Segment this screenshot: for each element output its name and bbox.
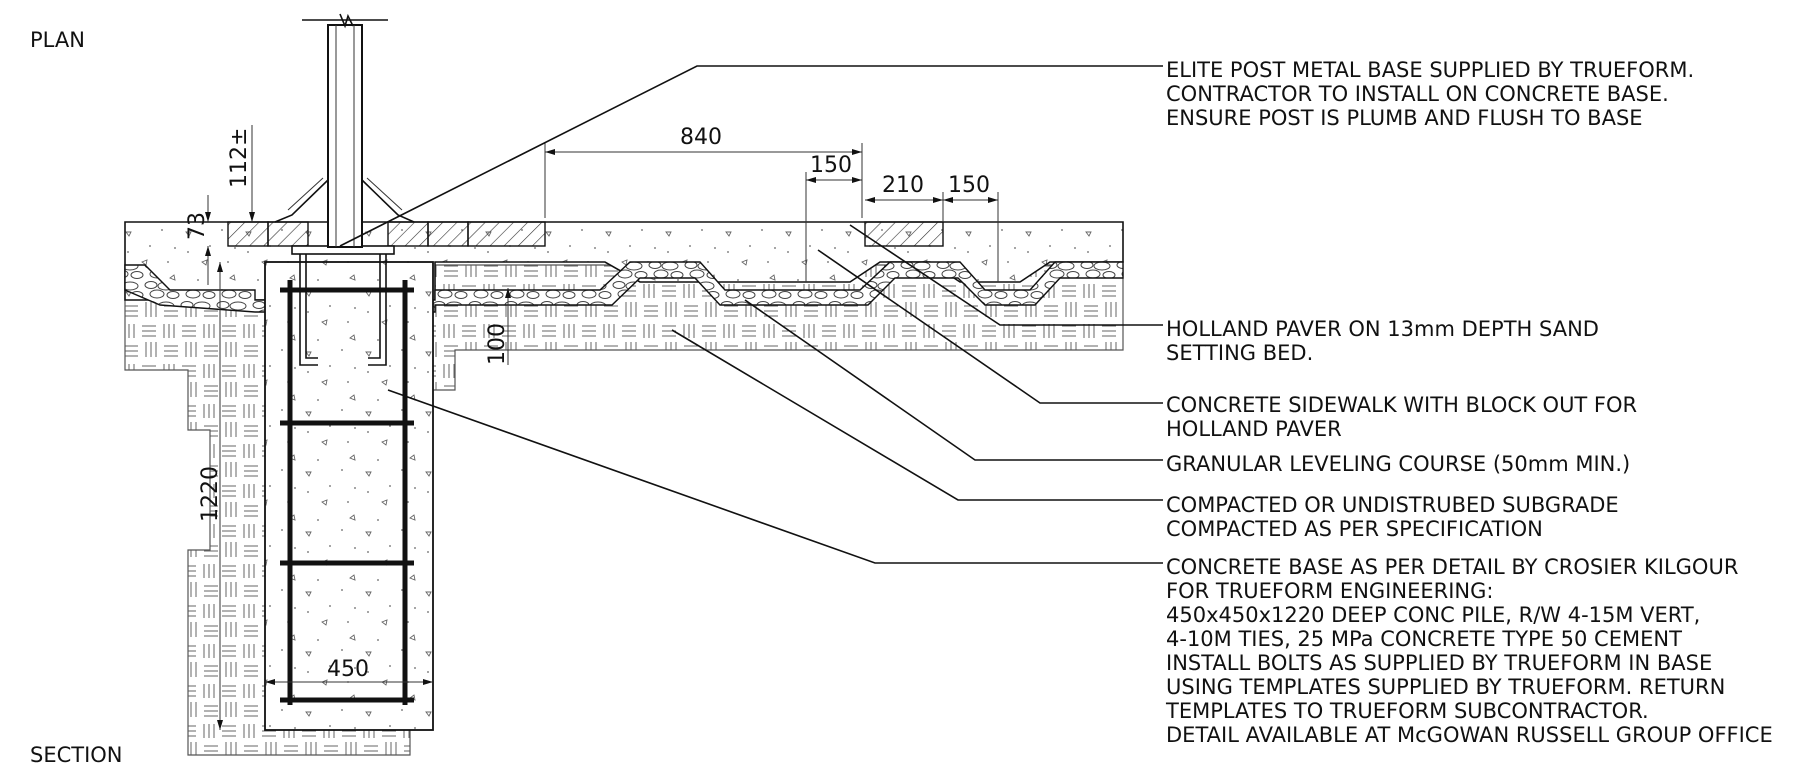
dim-450: 450 [327, 657, 369, 682]
paver-block [227, 221, 269, 247]
metal-post [274, 13, 415, 248]
dim-150-b: 150 [948, 173, 990, 198]
anchor-bolt [368, 250, 387, 366]
svg-text:TEMPLATES TO TRUEFORM SUBCONTR: TEMPLATES TO TRUEFORM SUBCONTRACTOR. [1165, 699, 1649, 723]
svg-text:450x450x1220 DEEP CONC PILE, R: 450x450x1220 DEEP CONC PILE, R/W 4-15M V… [1166, 603, 1700, 627]
note-paver: HOLLAND PAVER ON 13mm DEPTH SAND SETTING… [1166, 317, 1599, 365]
dim-150-a: 150 [810, 153, 852, 178]
paver-block [427, 221, 469, 247]
svg-text:SETTING BED.: SETTING BED. [1166, 341, 1313, 365]
note-subgrade: COMPACTED OR UNDISTRUBED SUBGRADE COMPAC… [1166, 493, 1619, 541]
svg-text:FOR TRUEFORM ENGINEERING:: FOR TRUEFORM ENGINEERING: [1166, 579, 1493, 603]
note-sidewalk: CONCRETE SIDEWALK WITH BLOCK OUT FOR HOL… [1166, 393, 1637, 441]
note-concrete-base: CONCRETE BASE AS PER DETAIL BY CROSIER K… [1165, 555, 1773, 747]
paver-block [267, 221, 309, 247]
note-post: ELITE POST METAL BASE SUPPLIED BY TRUEFO… [1166, 58, 1694, 130]
svg-text:4-10M TIES, 25 MPa CONCRETE TY: 4-10M TIES, 25 MPa CONCRETE TYPE 50 CEME… [1166, 627, 1682, 651]
dim-840: 840 [680, 125, 722, 150]
svg-text:HOLLAND PAVER: HOLLAND PAVER [1166, 417, 1342, 441]
svg-text:CONCRETE BASE AS PER DETAIL BY: CONCRETE BASE AS PER DETAIL BY CROSIER K… [1166, 555, 1738, 579]
svg-text:DETAIL AVAILABLE AT McGOWAN RU: DETAIL AVAILABLE AT McGOWAN RUSSELL GROU… [1166, 723, 1773, 747]
dim-73: 73 [185, 212, 210, 240]
plan-label: PLAN [30, 28, 85, 52]
note-granular: GRANULAR LEVELING COURSE (50mm MIN.) [1166, 452, 1630, 476]
anchor-bolt [368, 250, 381, 359]
paver-block [864, 221, 944, 247]
dim-1220: 1220 [198, 466, 223, 522]
svg-text:ELITE POST METAL BASE SUPPLIED: ELITE POST METAL BASE SUPPLIED BY TRUEFO… [1166, 58, 1694, 82]
svg-text:COMPACTED AS PER SPECIFICATION: COMPACTED AS PER SPECIFICATION [1166, 517, 1543, 541]
section-label: SECTION [30, 743, 123, 765]
svg-text:CONTRACTOR TO INSTALL ON CONCR: CONTRACTOR TO INSTALL ON CONCRETE BASE. [1166, 82, 1669, 106]
svg-text:HOLLAND PAVER ON 13mm DEPTH SA: HOLLAND PAVER ON 13mm DEPTH SAND [1166, 317, 1599, 341]
svg-text:COMPACTED OR UNDISTRUBED SUBGR: COMPACTED OR UNDISTRUBED SUBGRADE [1166, 493, 1619, 517]
paver-block [467, 221, 546, 247]
svg-text:USING TEMPLATES SUPPLIED BY TR: USING TEMPLATES SUPPLIED BY TRUEFORM. RE… [1166, 675, 1725, 699]
anchor-bolt [299, 250, 318, 366]
svg-text:ENSURE POST IS PLUMB AND FLUSH: ENSURE POST IS PLUMB AND FLUSH TO BASE [1166, 106, 1643, 130]
anchor-bolt [305, 250, 318, 359]
svg-text:GRANULAR LEVELING COURSE (50mm: GRANULAR LEVELING COURSE (50mm MIN.) [1166, 452, 1630, 476]
dim-210: 210 [882, 173, 924, 198]
dim-112: 112± [227, 128, 252, 188]
paver-block [387, 221, 429, 247]
dim-100: 100 [485, 323, 510, 365]
svg-text:CONCRETE SIDEWALK WITH BLOCK O: CONCRETE SIDEWALK WITH BLOCK OUT FOR [1166, 393, 1637, 417]
svg-text:INSTALL BOLTS AS SUPPLIED BY T: INSTALL BOLTS AS SUPPLIED BY TRUEFORM IN… [1166, 651, 1712, 675]
granular-course [124, 261, 1124, 313]
